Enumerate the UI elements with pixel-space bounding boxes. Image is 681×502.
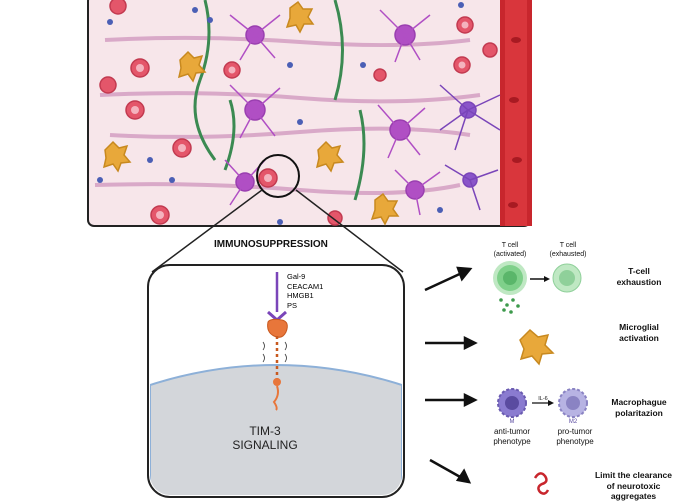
ligand-item: HMGB1 [287,291,314,300]
outcome-line: of neurotoxic [606,480,661,491]
macrophage-m2-icon [558,388,588,418]
tcell-activated-line2: (activated) [493,250,527,258]
outcome-macrophage-polarization: Macrophague polaritazion [598,397,680,418]
receptor-label-line2: SIGNALING [232,438,298,452]
microglia [102,0,400,226]
neurons [224,9,441,216]
macrophage-anti-line2: phenotype [493,436,531,446]
zoom-line-left [151,189,263,273]
cell-membrane [150,364,402,495]
ligand-item: CEACAM1 [287,281,324,291]
tcell-exhausted-label: T cell (exhausted) [540,242,596,259]
tcell-arrow [530,276,550,282]
tcell-exhausted-icon [552,263,582,293]
tcell-exhausted-line2: (exhausted) [549,250,587,258]
macrophage-m2-label: M2 [568,419,578,425]
macrophage-arrow [532,400,554,406]
macrophage-m-label: M [509,419,515,425]
ligand-item: Gal-9 [287,272,306,281]
outcome-limit-clearance: Limit the clearance of neurotoxic aggreg… [586,470,681,502]
outcome-line: aggregates [610,491,657,501]
astrocytes [439,84,501,211]
outcome-line: T-cell [628,266,650,276]
macrophage-anti-line1: anti-tumor [493,427,530,436]
macrophage-pro-line1: pro-tumor [557,427,593,436]
outcome-microglial-activation: Microglial activation [598,322,680,343]
receptor-label-line1: TIM-3 [249,424,281,438]
tcell-exhausted-line1: T cell [559,242,577,249]
zoom-line-right [295,189,404,273]
tcell-activated-label: T cell (activated) [482,242,538,259]
molecule-dots [97,2,464,225]
macrophage-pro-label: pro-tumor phenotype [545,427,605,446]
tumor-cells [99,0,498,226]
tcell-activated-line1: T cell [501,242,519,249]
receptor-label: TIM-3 SIGNALING [210,424,320,452]
macrophage-anti-label: anti-tumor phenotype [482,427,542,446]
ligand-list: Gal-9 CEACAM1 HMGB1 PS [287,272,323,310]
blood-vessel [500,0,532,226]
macrophage-pro-line2: phenotype [556,436,594,446]
microglia-icon [519,328,555,366]
outcome-line: polaritazion [615,407,663,418]
il6-label: IL-6 [538,396,548,402]
outcome-line: Microglial [619,322,659,332]
section-title: IMMUNOSUPPRESSION [214,239,328,250]
aggregate-icon [533,472,550,495]
tcell-activated-icon [493,261,527,314]
outcome-line: exhaustion [616,276,662,287]
outcome-line: Macrophague [611,397,667,407]
arrows [424,266,478,484]
macrophage-m1-icon [497,388,527,418]
outcome-line: Limit the clearance [594,470,672,480]
ligand-item: PS [287,300,298,310]
outcome-tcell-exhaustion: T-cell exhaustion [598,266,680,287]
zoom-circle [256,154,300,198]
outcome-line: activation [619,332,659,343]
tim3-receptor [262,272,288,411]
